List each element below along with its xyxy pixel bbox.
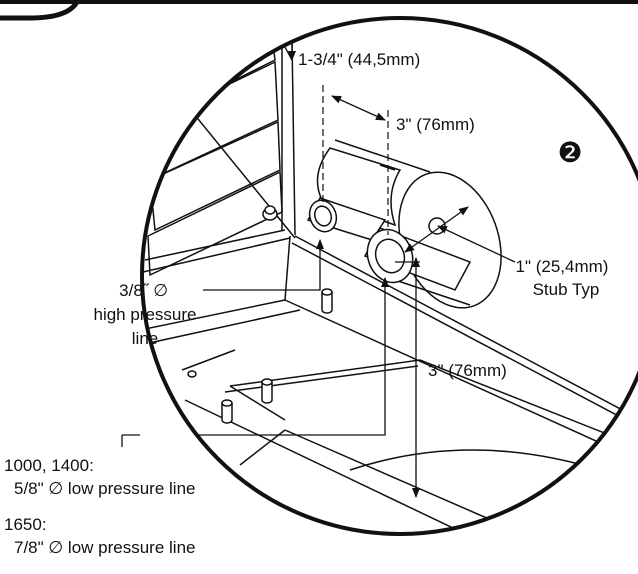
step-marker: ❷: [557, 137, 582, 168]
label-vertical-spacing: 3" (76mm): [428, 361, 507, 380]
label-high-pressure: high pressure: [93, 305, 196, 324]
standoff-posts: [187, 288, 333, 424]
leader-low-pressure: [142, 277, 389, 436]
cabinet-panel: [142, 18, 301, 277]
dimension-stub: [404, 206, 516, 263]
label-stub-size: 1" (25,4mm): [516, 257, 609, 276]
detail-view: [142, 18, 638, 534]
header-bar: [0, 0, 638, 4]
leader-high-pressure: [262, 239, 324, 291]
dimension-vertical-spacing: [395, 257, 420, 498]
detail-circle: [140, 16, 638, 536]
label-low-pressure-size-b: 7/8" ∅ low pressure line: [14, 538, 195, 557]
label-low-pressure-size-a: 5/8" ∅ low pressure line: [14, 479, 195, 498]
label-high-pressure-line: line: [132, 329, 158, 348]
label-spacing-horizontal: 3" (76mm): [396, 115, 475, 134]
label-low-pressure-models-a: 1000, 1400:: [4, 456, 94, 475]
center-lines: [322, 85, 389, 235]
label-offset-horizontal: 1-3/4" (44,5mm): [298, 50, 420, 69]
header-tab: [0, 0, 81, 21]
label-low-pressure-model-b: 1650:: [4, 515, 47, 534]
panel-knob: [262, 205, 278, 221]
label-stub-typ: Stub Typ: [533, 280, 600, 299]
label-high-pressure-size: 3/8˝ ∅: [119, 281, 168, 300]
dimension-horizontal-spacing: [331, 95, 386, 121]
base-pan: [142, 235, 638, 534]
high-pressure-fitting: [306, 197, 387, 241]
